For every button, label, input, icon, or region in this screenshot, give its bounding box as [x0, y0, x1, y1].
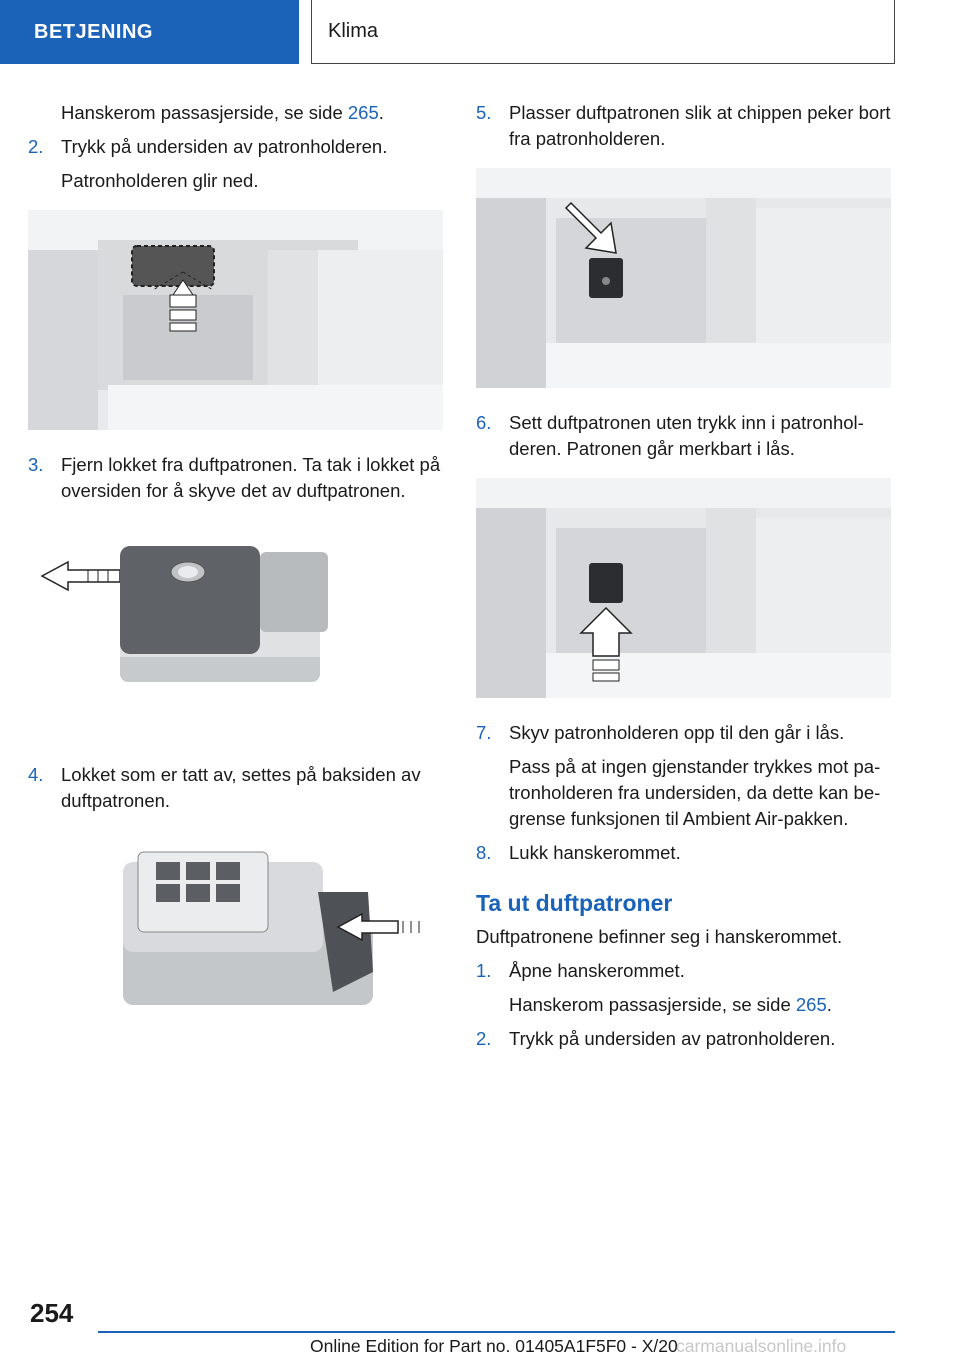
chapter-title: Klima [328, 20, 379, 42]
chapter-tab: Klima [311, 0, 895, 64]
right-column: 5. Plasser duftpatronen slik at chippen … [476, 100, 896, 1060]
section-title: BETJENING [34, 20, 153, 43]
step-number: 3. [28, 454, 44, 475]
footer-divider [98, 1331, 895, 1333]
left-column: Hanskerom passasjerside, se side 265. 2.… [28, 100, 448, 1054]
step-text: Lokket som er tatt av, settes på bakside… [61, 764, 421, 811]
step-text: Trykk på undersiden av patronholderen. [509, 1028, 836, 1049]
step-number: 5. [476, 102, 492, 123]
glovebox-photo-insert-cartridge [476, 478, 891, 698]
step-8: 8. Lukk hanskerommet. [476, 840, 896, 866]
sub-step-1-note: Hanskerom passasjerside, se side 265. [509, 994, 832, 1015]
watermark: carmanualsonline.info [676, 1336, 847, 1356]
page-link-265[interactable]: 265 [795, 994, 827, 1015]
step-7: 7. Skyv patronholderen opp til den går i… [476, 720, 896, 746]
step-2-result: Patronholderen glir ned. [61, 170, 259, 191]
section-intro: Duftpatronene befinner seg i hanskeromme… [476, 926, 843, 947]
step-text: Plasser duftpatronen slik at chippen pek… [509, 102, 891, 149]
step-text: Sett duftpatronen uten trykk inn i patro… [509, 412, 864, 459]
section-heading: Ta ut duftpatroner [476, 890, 673, 916]
step-7-note: Pass på at ingen gjenstander trykkes mot… [509, 756, 881, 829]
step-5: 5. Plasser duftpatronen slik at chippen … [476, 100, 896, 152]
step-3: 3. Fjern lokket fra duftpatronen. Ta tak… [28, 452, 448, 504]
step-number: 6. [476, 412, 492, 433]
intro-paragraph: Hanskerom passasjerside, se side 265. [61, 102, 384, 123]
glovebox-photo-chip-orientation [476, 168, 891, 388]
step-number: 2. [476, 1028, 492, 1049]
page-link-265[interactable]: 265 [347, 102, 379, 123]
step-6: 6. Sett duftpatronen uten trykk inn i pa… [476, 410, 896, 462]
sub-step-2: 2. Trykk på undersiden av patronholderen… [476, 1026, 896, 1052]
step-number: 4. [28, 764, 44, 785]
page-number: 254 [30, 1298, 74, 1328]
cartridge-cover-removal-diagram [28, 512, 448, 740]
step-text: Trykk på undersiden av patronholderen. [61, 136, 388, 157]
step-text: Lukk hanskerommet. [509, 842, 681, 863]
step-text: Skyv patronholderen opp til den går i lå… [509, 722, 845, 743]
step-number: 2. [28, 136, 44, 157]
step-4: 4. Lokket som er tatt av, settes på baks… [28, 762, 448, 814]
step-number: 7. [476, 722, 492, 743]
step-text: Fjern lokket fra duftpatronen. Ta tak i … [61, 454, 441, 501]
glovebox-photo-holder-down [28, 210, 443, 430]
cover-on-back-diagram [28, 822, 448, 1032]
edition-text: Online Edition for Part no. 01405A1F5F0 … [310, 1336, 678, 1356]
step-text: Åpne hanskerommet. [509, 960, 685, 981]
step-number: 1. [476, 960, 492, 981]
sub-step-1: 1. Åpne hanskerommet. [476, 958, 896, 984]
section-tab: BETJENING [0, 0, 299, 64]
step-number: 8. [476, 842, 492, 863]
step-2: 2. Trykk på undersiden av patronholderen… [28, 134, 448, 160]
